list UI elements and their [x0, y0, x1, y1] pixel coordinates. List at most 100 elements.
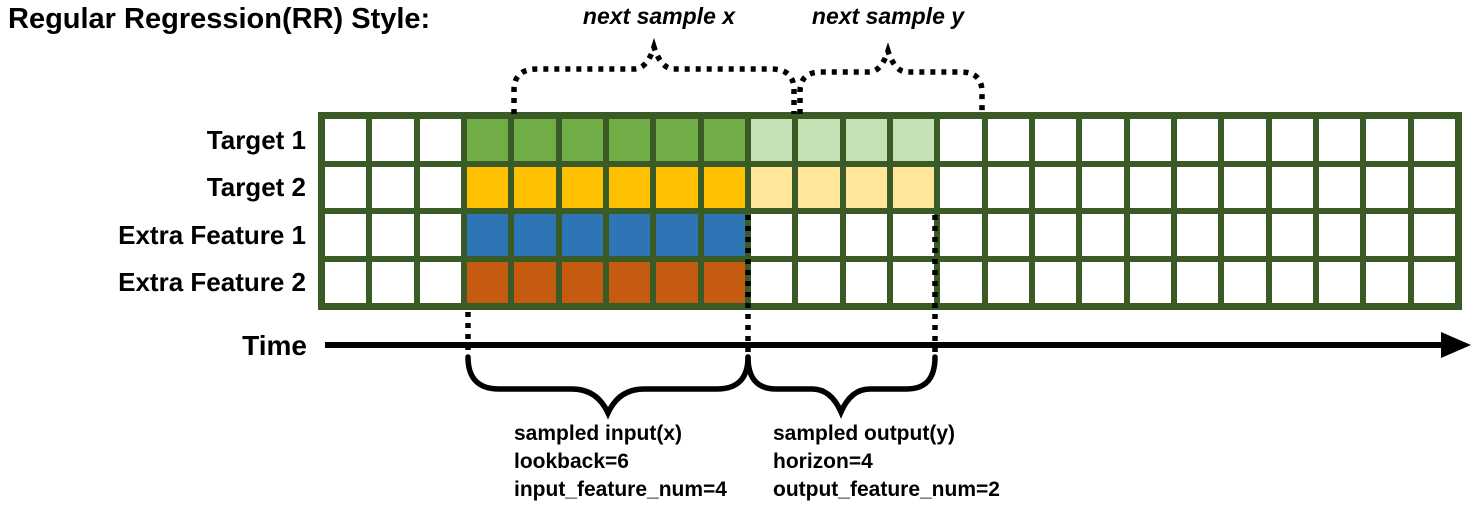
- grid-cell: [1318, 214, 1361, 256]
- grid-cell: [892, 214, 935, 256]
- sampled-input-stats: sampled input(x) lookback=6 input_featur…: [514, 420, 727, 504]
- grid-cell: [419, 261, 461, 303]
- page-title: Regular Regression(RR) Style:: [8, 3, 431, 35]
- grid-cell: [608, 119, 651, 161]
- grid-cell: [656, 119, 698, 161]
- row-label-extra-feature-2: Extra Feature 2: [118, 267, 306, 297]
- grid-cell: [1129, 119, 1171, 161]
- grid-cell: [372, 214, 414, 256]
- grid-cell: [1176, 261, 1219, 303]
- grid-cell: [1082, 166, 1124, 208]
- grid-cell: [1176, 214, 1219, 256]
- grid-cell: [1224, 214, 1266, 256]
- grid-cell: [940, 119, 982, 161]
- grid-cell: [940, 166, 982, 208]
- grid-cell: [798, 119, 840, 161]
- grid-cell: [1129, 261, 1171, 303]
- grid-cell: [1366, 166, 1408, 208]
- grid-cell: [1082, 261, 1124, 303]
- grid-cell: [514, 261, 556, 303]
- grid-cell: [845, 214, 887, 256]
- grid-cell: [608, 214, 651, 256]
- grid-cell: [1034, 119, 1077, 161]
- grid-cell: [798, 214, 840, 256]
- grid-cell: [892, 261, 935, 303]
- grid-cell: [561, 166, 603, 208]
- grid-cell: [514, 166, 556, 208]
- output-feature-num-value: output_feature_num=2: [773, 478, 1000, 501]
- grid-cell: [372, 166, 414, 208]
- grid-cell: [561, 119, 603, 161]
- grid-cell: [608, 166, 651, 208]
- grid-cell: [1413, 214, 1455, 256]
- sampled-output-title: sampled output(y): [773, 422, 955, 445]
- grid-cell: [845, 261, 887, 303]
- grid-cell: [1366, 214, 1408, 256]
- sampled-input-brace: [465, 354, 751, 420]
- grid-cell: [656, 214, 698, 256]
- sample-grid: [318, 112, 1462, 310]
- input-feature-num-value: input_feature_num=4: [514, 478, 727, 501]
- grid-cell: [750, 261, 793, 303]
- grid-cell: [419, 119, 461, 161]
- grid-cell: [892, 166, 935, 208]
- grid-cell: [466, 166, 509, 208]
- grid-cell: [1366, 261, 1408, 303]
- grid-cell: [798, 261, 840, 303]
- grid-cell: [325, 119, 367, 161]
- grid-cell: [703, 214, 745, 256]
- grid-cell: [1224, 119, 1266, 161]
- grid-cell: [845, 166, 887, 208]
- grid-cell: [798, 166, 840, 208]
- grid-cell: [325, 261, 367, 303]
- grid-cell: [892, 119, 935, 161]
- row-label-extra-feature-1: Extra Feature 1: [118, 220, 306, 250]
- row-label-target-1: Target 1: [206, 125, 306, 155]
- grid-cell: [466, 119, 509, 161]
- grid-cell: [656, 261, 698, 303]
- grid-cell: [750, 214, 793, 256]
- grid-cell: [325, 166, 367, 208]
- time-axis-arrowhead-icon: [1441, 332, 1471, 358]
- grid-cell: [1318, 261, 1361, 303]
- grid-cell: [372, 119, 414, 161]
- grid-cell: [561, 261, 603, 303]
- grid-cell: [1129, 166, 1171, 208]
- grid-cell: [1271, 119, 1313, 161]
- grid-cell: [1413, 166, 1455, 208]
- grid-cell: [466, 261, 509, 303]
- grid-cell: [987, 166, 1029, 208]
- grid-cell: [608, 261, 651, 303]
- sampled-output-brace: [745, 354, 938, 419]
- grid-cell: [845, 119, 887, 161]
- row-label-target-2: Target 2: [206, 172, 306, 202]
- grid-cell: [1034, 214, 1077, 256]
- grid-cell: [940, 214, 982, 256]
- grid-cell: [703, 166, 745, 208]
- grid-cell: [1318, 166, 1361, 208]
- grid-cell: [940, 261, 982, 303]
- grid-cell: [987, 261, 1029, 303]
- next-sample-y-brace: [797, 42, 985, 114]
- grid-cell: [1082, 119, 1124, 161]
- grid-cell: [561, 214, 603, 256]
- grid-cell: [1224, 261, 1266, 303]
- sampled-input-title: sampled input(x): [514, 422, 683, 445]
- grid-cell: [1271, 261, 1313, 303]
- grid-cell: [1413, 119, 1455, 161]
- grid-cell: [1413, 261, 1455, 303]
- grid-cell: [325, 214, 367, 256]
- sampled-output-stats: sampled output(y) horizon=4 output_featu…: [773, 420, 1000, 504]
- horizon-value: horizon=4: [773, 450, 873, 473]
- grid-cell: [1129, 214, 1171, 256]
- annotation-next-sample-y: next sample y: [811, 3, 965, 29]
- grid-cell: [1271, 166, 1313, 208]
- grid-cell: [703, 119, 745, 161]
- grid-cell: [1366, 119, 1408, 161]
- grid-cell: [1176, 119, 1219, 161]
- time-axis-label: Time: [242, 330, 307, 361]
- grid-cell: [703, 261, 745, 303]
- grid-cell: [1034, 166, 1077, 208]
- next-sample-x-brace: [511, 37, 797, 114]
